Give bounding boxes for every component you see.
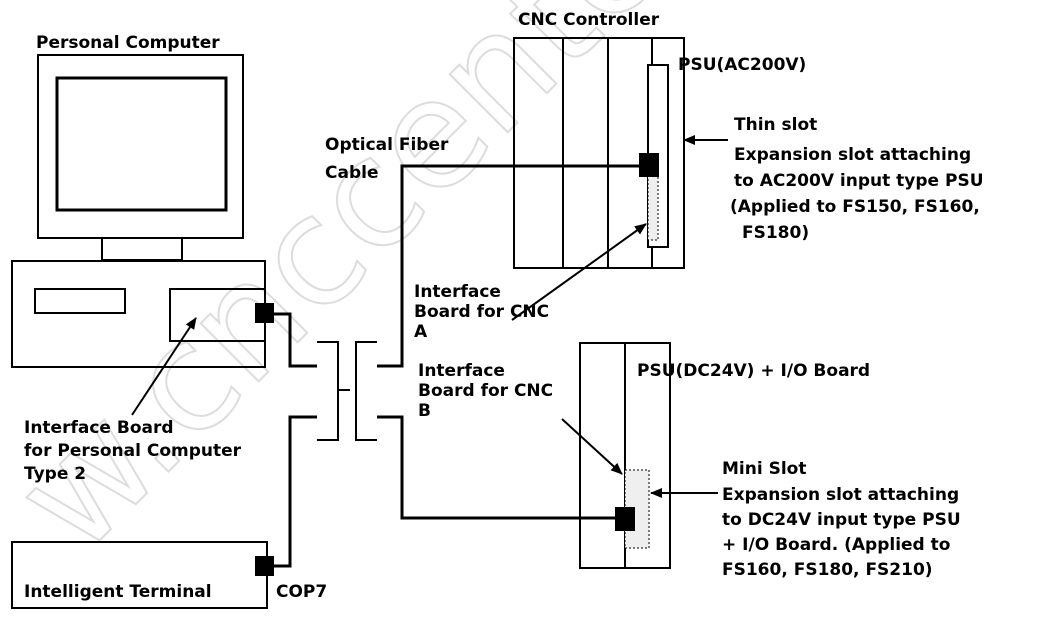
- intelligent-terminal-label: Intelligent Terminal: [24, 582, 212, 602]
- personal-computer-label: Personal Computer: [36, 33, 220, 53]
- interface-board-pc-label-2: for Personal Computer: [24, 441, 242, 461]
- cop7-label: COP7: [276, 582, 327, 602]
- interface-board-b-label-1: Interface: [418, 361, 505, 381]
- pc-connector: [255, 303, 274, 323]
- thin-slot-board: [647, 174, 659, 241]
- mini-slot-desc-3: + I/O Board. (Applied to: [722, 535, 950, 555]
- arrow-to-thin-slot-board: [511, 223, 647, 321]
- mini-slot-desc-1: Expansion slot attaching: [722, 485, 959, 505]
- cnc-controller-b: [579, 342, 671, 569]
- interface-board-pc-label-3: Type 2: [24, 464, 86, 484]
- cnc-controller-chassis: [513, 37, 685, 269]
- optical-fiber-cable-label-1: Optical Fiber: [325, 135, 449, 155]
- terminal-connector: [255, 556, 274, 576]
- mini-slot-label: Mini Slot: [722, 459, 806, 479]
- cable-terminal-to-coupler: [273, 415, 317, 568]
- cnc-a-connector: [639, 153, 659, 177]
- pc-monitor-stand: [101, 237, 183, 261]
- interface-board-a-label-3: A: [414, 322, 428, 342]
- psu-dc24v-label: PSU(DC24V) + I/O Board: [637, 361, 870, 381]
- pc-monitor-screen: [55, 76, 228, 212]
- cnc-b-connector: [615, 507, 635, 531]
- arrow-to-pc-interface-board: [131, 317, 197, 416]
- optical-fiber-cable-label-2: Cable: [325, 163, 378, 183]
- cnc-controller: [513, 37, 685, 269]
- thin-slot-desc-1: Expansion slot attaching: [734, 145, 971, 165]
- thin-slot-desc-4: FS180): [742, 223, 809, 243]
- arrows: [131, 135, 728, 498]
- thin-slot-desc-3: (Applied to FS150, FS160,: [730, 197, 980, 217]
- cable-pc-to-coupler: [273, 312, 317, 368]
- interface-board-a-label-1: Interface: [414, 282, 501, 302]
- interface-board-b-label-2: Board for CNC: [418, 381, 553, 401]
- cables: [273, 164, 640, 568]
- psu-ac200v-label: PSU(AC200V): [678, 55, 806, 75]
- mini-slot-desc-4: FS160, FS180, FS210): [722, 560, 933, 580]
- thin-slot-label: Thin slot: [734, 115, 817, 135]
- personal-computer: [11, 54, 274, 368]
- optical-cable-to-cnc-b: [377, 415, 616, 520]
- optical-coupler: [317, 341, 377, 441]
- pc-drive-bay: [34, 288, 126, 314]
- interface-board-b-label-3: B: [418, 401, 431, 421]
- mini-slot-desc-2: to DC24V input type PSU: [722, 510, 961, 530]
- arrow-to-mini-slot-board: [561, 418, 623, 475]
- optical-cable-to-cnc-a: [377, 164, 640, 368]
- interface-board-a-label-2: Board for CNC: [414, 302, 549, 322]
- thin-slot-desc-2: to AC200V input type PSU: [734, 171, 984, 191]
- cnc-controller-label: CNC Controller: [518, 10, 660, 30]
- interface-board-pc-label-1: Interface Board: [24, 418, 174, 438]
